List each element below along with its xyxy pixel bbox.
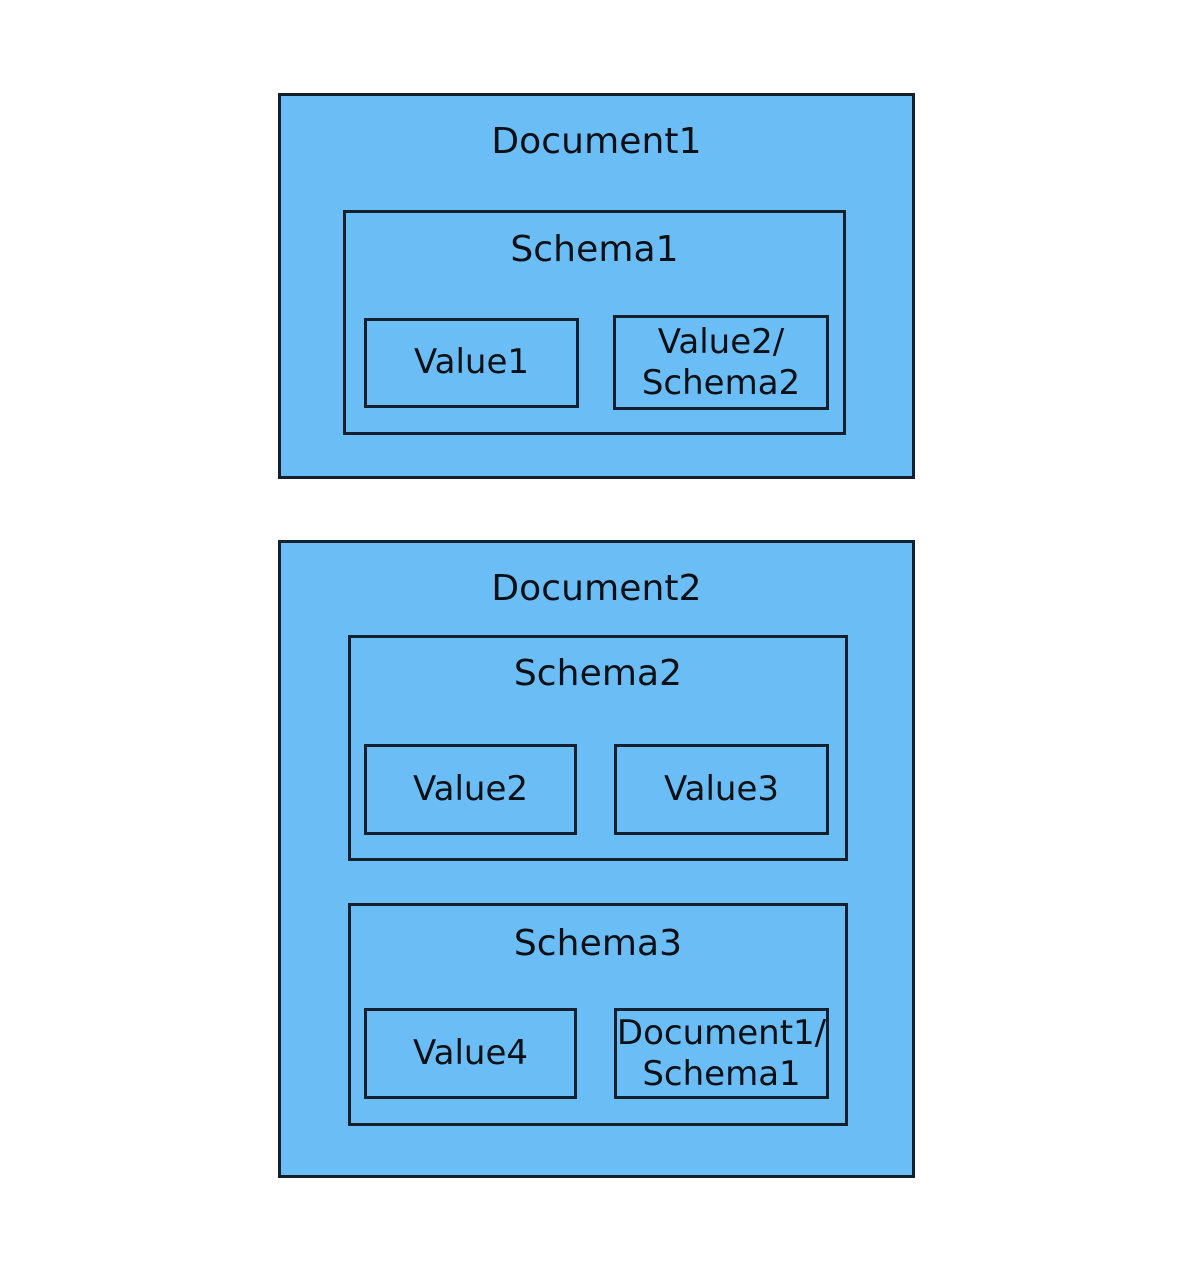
value-label-line2: Schema2: [641, 362, 801, 403]
value-label: Value3: [664, 768, 779, 809]
value-label: Value2: [413, 768, 528, 809]
value-label: Document1/ Schema1: [617, 1013, 826, 1093]
schema-box-schema2: Schema2 Value2 Value3: [348, 635, 848, 861]
schema-title: Schema1: [510, 229, 679, 270]
schema-box-schema1: Schema1 Value1 Value2/ Schema2: [343, 210, 846, 435]
value-box-value1: Value1: [364, 318, 579, 408]
value-box-value4: Value4: [364, 1008, 577, 1099]
value-box-document1-schema1: Document1/ Schema1: [614, 1008, 829, 1099]
value-label-line1: Value2/: [657, 322, 785, 363]
value-label: Value1: [414, 342, 529, 383]
schema-title: Schema2: [513, 653, 683, 694]
document-title: Document2: [491, 568, 702, 609]
document-box-document2: Document2 Schema2 Value2 Value3 Schema3 …: [278, 540, 915, 1178]
document-title: Document1: [491, 121, 702, 162]
value-label: Value2/ Schema2: [642, 322, 800, 402]
document-box-document1: Document1 Schema1 Value1 Value2/ Schema2: [278, 93, 915, 479]
value-label-line1: Document1/: [616, 1013, 827, 1054]
value-label: Value4: [413, 1032, 528, 1073]
value-box-value3: Value3: [614, 744, 829, 835]
value-box-value2-schema2: Value2/ Schema2: [613, 315, 829, 410]
schema-title: Schema3: [513, 923, 683, 964]
schema-box-schema3: Schema3 Value4 Document1/ Schema1: [348, 903, 848, 1126]
value-label-line2: Schema1: [642, 1053, 801, 1094]
value-box-value2: Value2: [364, 744, 577, 835]
